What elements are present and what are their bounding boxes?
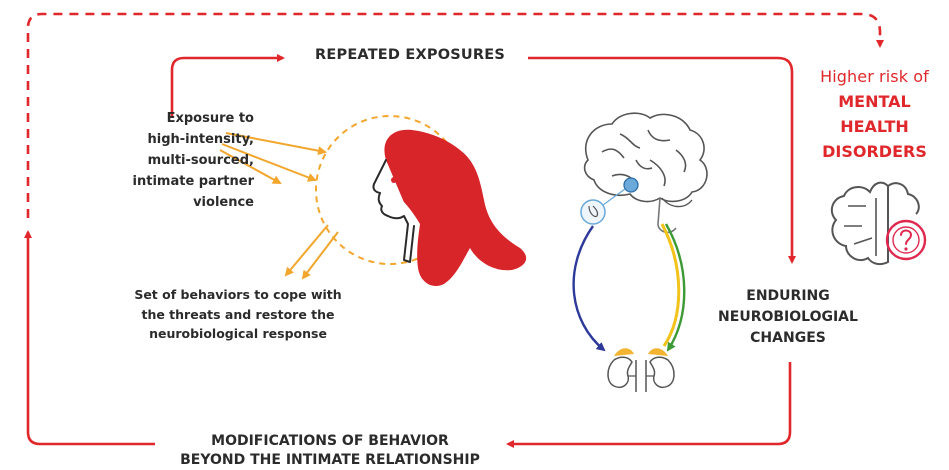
enduring-line: ENDURING <box>746 288 830 304</box>
exposure-line: high-intensity, <box>147 132 254 147</box>
pituitary-zoom-circle <box>580 199 606 225</box>
hpa-yellow-arc <box>660 223 681 347</box>
risk-line: DISORDERS <box>822 142 927 161</box>
risk-line: HEALTH <box>840 117 909 136</box>
zoom-connector <box>602 188 626 206</box>
coping-line: neurobiological response <box>149 326 327 341</box>
exposure-line: violence <box>193 195 254 210</box>
cycle-arrow-to-enduring <box>528 56 796 264</box>
hypothalamus-marker <box>623 177 639 193</box>
enduring-changes-label: ENDURING NEUROBIOLOGIAL CHANGES <box>700 286 876 349</box>
exposure-line: multi-sourced, <box>147 153 254 168</box>
exposure-description: Exposure to high-intensity, multi-source… <box>70 108 254 213</box>
hpa-blue-arrow <box>572 225 606 352</box>
risk-line: MENTAL <box>838 92 911 111</box>
hpa-green-arrow <box>664 223 686 352</box>
kidneys-adrenal-icon <box>607 348 675 392</box>
mental-health-risk-label: Higher risk of MENTAL HEALTH DISORDERS <box>800 64 949 164</box>
coping-line: the threats and restore the <box>141 306 335 322</box>
cycle-arrow-to-repeated <box>170 54 285 118</box>
dashed-feedback-arrow <box>26 12 884 218</box>
modification-line: MODIFICATIONS OF BEHAVIOR <box>211 433 449 449</box>
coping-arrows <box>284 224 339 280</box>
woman-head-icon <box>372 129 527 287</box>
enduring-line: NEUROBIOLOGIAL <box>718 309 858 325</box>
pituitary-sketch <box>588 205 599 218</box>
coping-behaviors-label: Set of behaviors to cope with the threat… <box>112 285 364 344</box>
exposure-line: Exposure to <box>166 111 254 126</box>
modification-line: BEYOND THE INTIMATE RELATIONSHIP <box>180 452 480 468</box>
repeated-exposures-label: REPEATED EXPOSURES <box>315 47 505 63</box>
enduring-line: CHANGES <box>750 330 826 346</box>
risk-line: Higher risk of <box>820 67 929 86</box>
cycle-arrow-to-modifications <box>506 362 792 448</box>
brain-question-icon <box>830 181 927 266</box>
exposure-arrows <box>219 132 327 184</box>
cycle-arrow-from-modifications <box>24 230 155 446</box>
exposure-line: intimate partner <box>132 174 254 189</box>
brain-icon <box>583 112 708 234</box>
behavior-modifications-label: MODIFICATIONS OF BEHAVIOR BEYOND THE INT… <box>160 432 500 470</box>
coping-line: Set of behaviors to cope with <box>134 287 342 302</box>
